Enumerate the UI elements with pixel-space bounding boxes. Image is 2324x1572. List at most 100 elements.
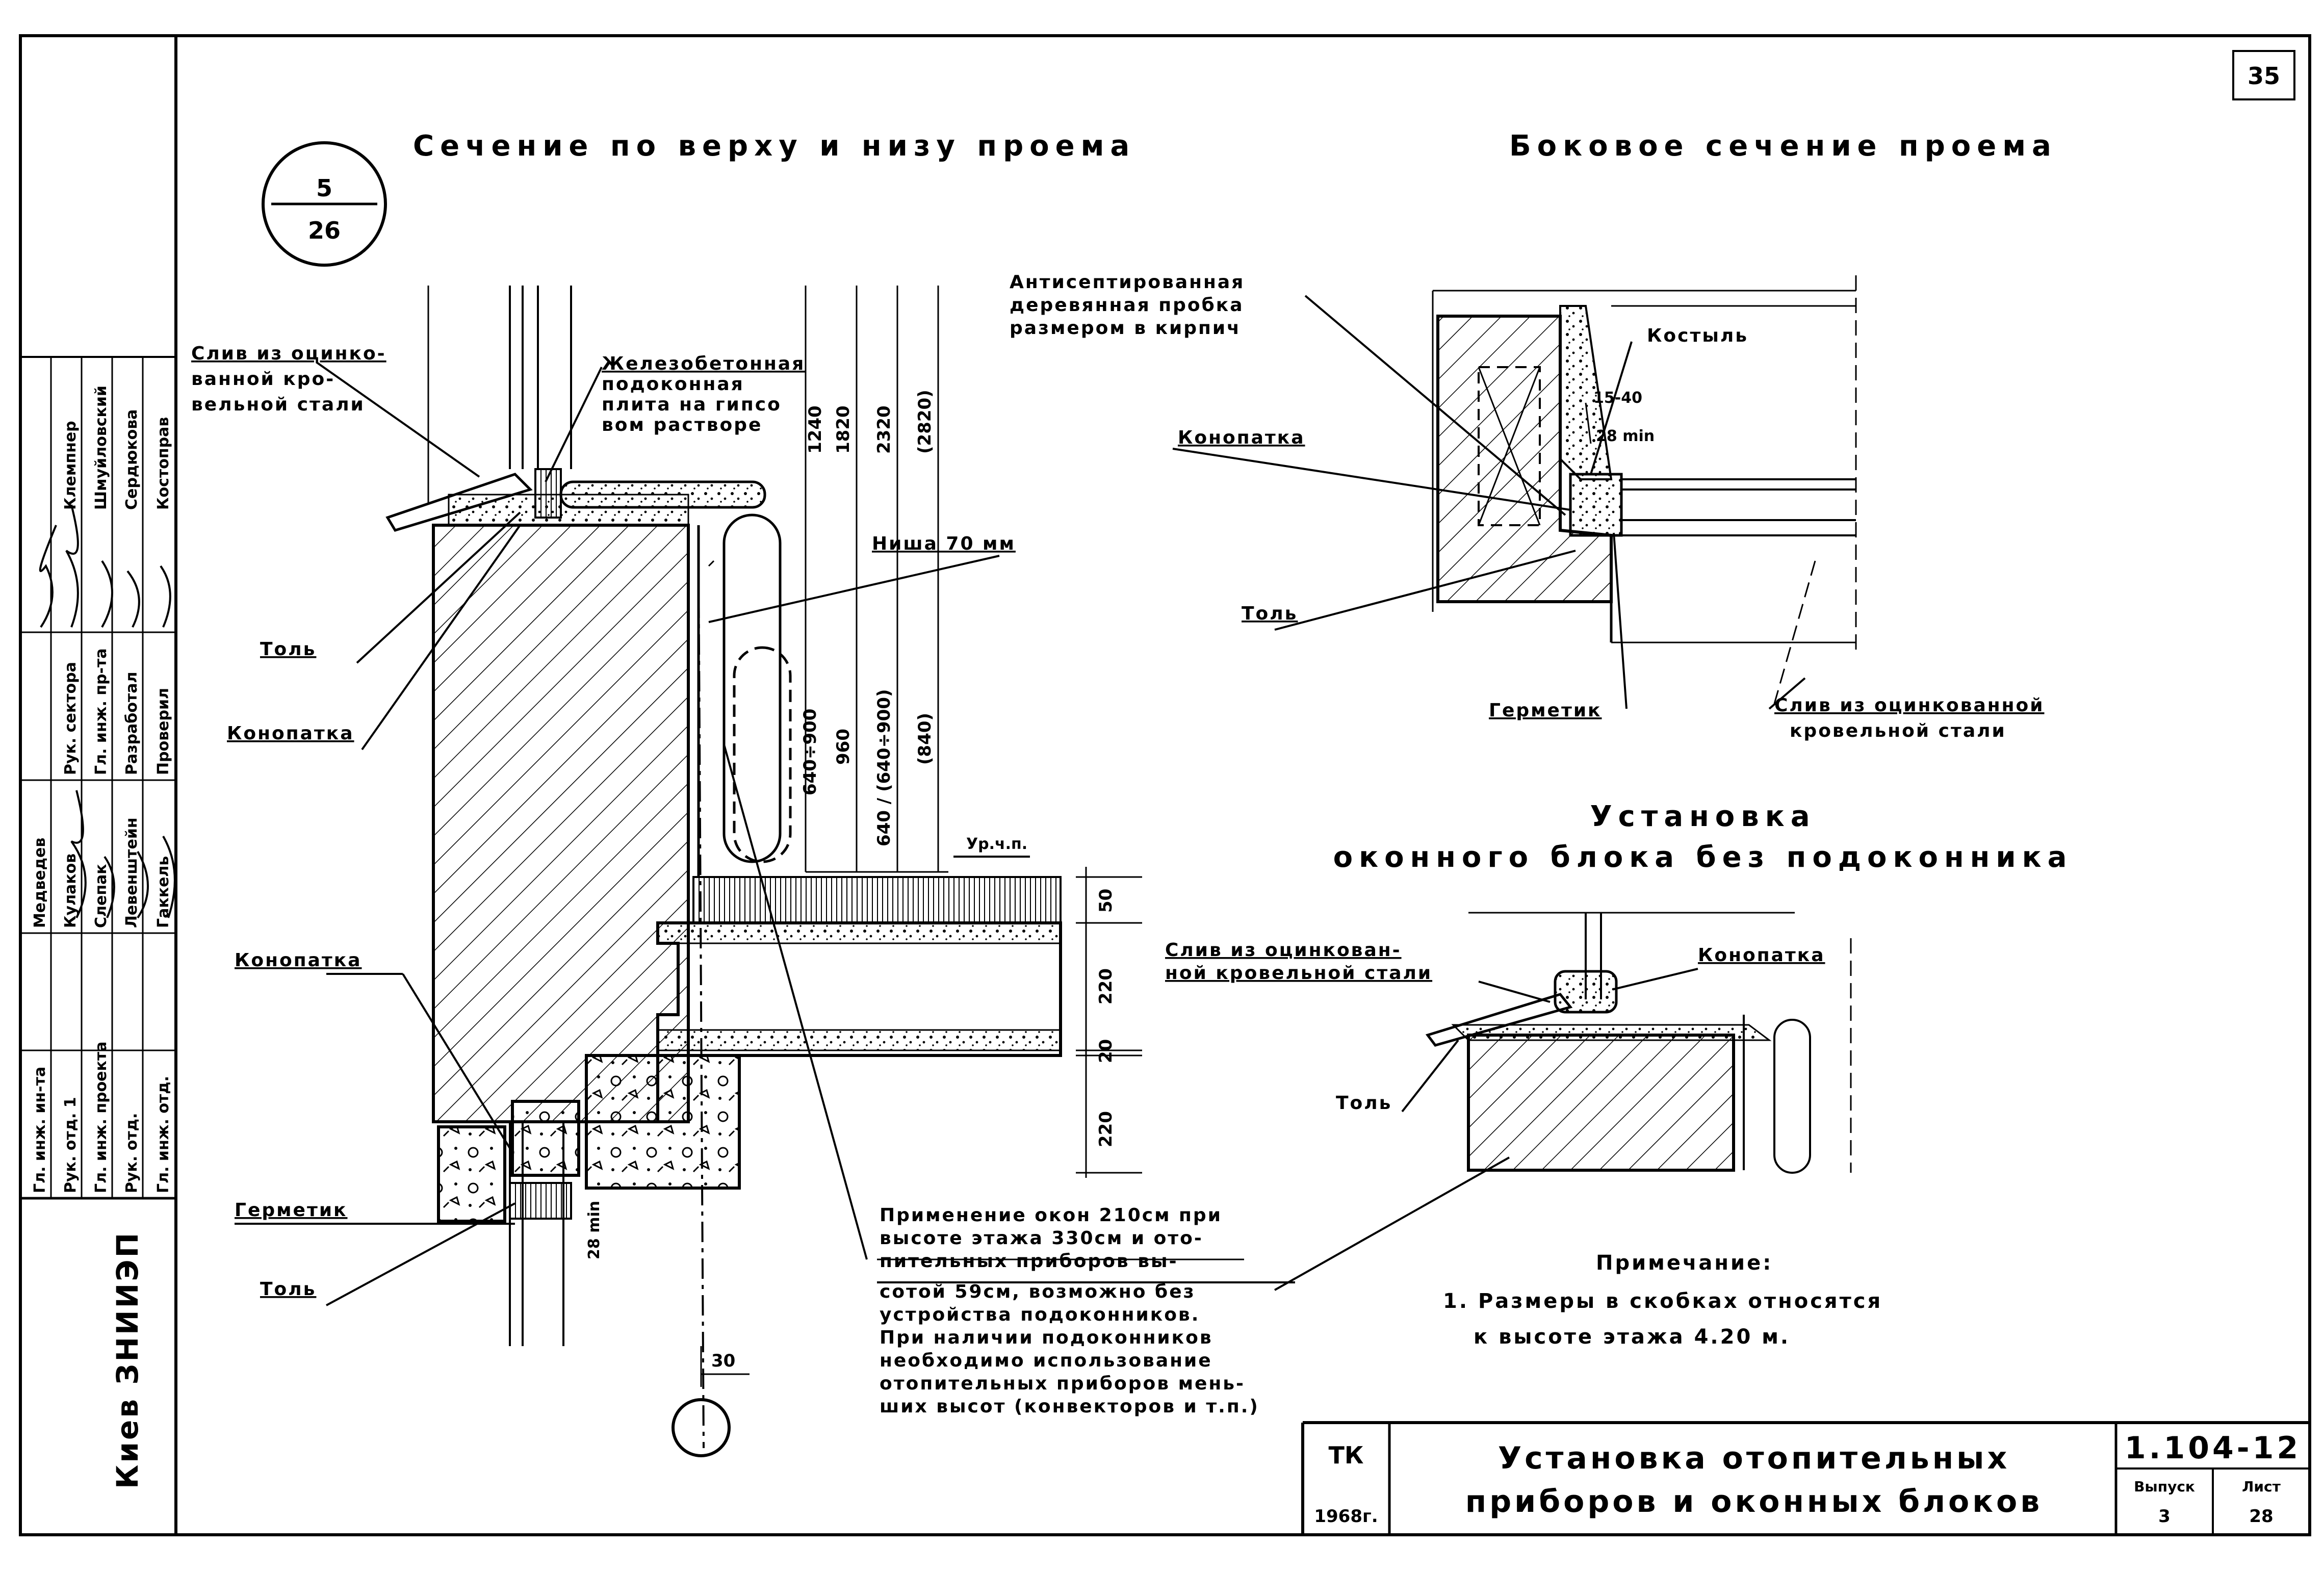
dim-2820: (2820) [915, 390, 935, 454]
side-role2-2: Гл. инж. пр-та [92, 648, 110, 775]
label-tol-install: Толь [1336, 1093, 1392, 1114]
stamp-sheet-label: Лист [2242, 1478, 2281, 1495]
stamp-year: 1968г. [1314, 1506, 1378, 1527]
main-section-labels: Слив из оцинко- ванной кро- вельной стал… [191, 343, 1116, 1371]
app-note-8: отопительных приборов мень- [880, 1373, 1245, 1394]
side-role2-3: Разработал [123, 672, 141, 775]
notes-heading: Примечание: [1596, 1251, 1773, 1275]
section-marker: 5 26 [262, 141, 387, 267]
side-role-2: Рук. отд. 1 [62, 1097, 80, 1193]
side-role-5: Гл. инж. отд. [154, 1076, 172, 1193]
dim-220b: 220 [1096, 1111, 1116, 1147]
label-antisept-3: размером в кирпич [1010, 318, 1241, 339]
title-main-section: Сечение по верху и низу проема [413, 130, 1135, 163]
label-antisept-1: Антисептированная [1010, 272, 1245, 293]
wall-section [432, 524, 690, 1123]
label-sliv-side-2: кровельной стали [1790, 720, 2006, 741]
label-konopatka-install: Конопатка [1698, 945, 1825, 966]
title-install-2: оконного блока без подоконника [1333, 841, 2073, 874]
signature-scribbles [39, 504, 176, 919]
label-konopatka-side: Конопатка [1178, 427, 1305, 448]
stamp-issue-label: Выпуск [2134, 1478, 2195, 1495]
side-role-1: Гл. инж. ин-та [31, 1067, 49, 1193]
label-tol-2: Толь [260, 1279, 316, 1300]
side-section-drawing [1172, 275, 1857, 710]
page-number: 35 [2248, 62, 2280, 90]
sheet-frame [19, 34, 2311, 1536]
side-role2-4: Проверил [154, 688, 172, 775]
stamp-issue-value: 3 [2158, 1506, 2171, 1527]
side-section-labels: Антисептированная деревянная пробка разм… [1010, 272, 2044, 741]
label-germetik-1: Герметик [235, 1200, 348, 1221]
stamp-doc-number: 1.104-12 [2125, 1430, 2301, 1466]
side-name-1: Медведев [31, 838, 49, 928]
dim-28min-side: 28 min [1596, 427, 1655, 445]
title-stamp: ТК 1968г. Установка отопительных приборо… [1301, 1421, 2310, 1535]
label-antisept-2: деревянная пробка [1010, 295, 1244, 316]
dim-1820: 1820 [833, 405, 854, 454]
label-sliv-main-2: ванной кро- [191, 369, 335, 390]
label-konopatka-2: Конопатка [235, 950, 362, 971]
dim-1240: 1240 [805, 405, 825, 454]
app-note-1: Применение окон 210см при [880, 1205, 1222, 1226]
app-note-3: пительных приборов вы- [880, 1251, 1178, 1272]
dim-20: 20 [1096, 1039, 1116, 1063]
dim-840: (840) [915, 713, 935, 765]
app-note-7: необходимо использование [880, 1350, 1212, 1371]
dim-640-900: 640÷900 [800, 709, 820, 795]
axis-marker-circle [672, 1398, 731, 1457]
label-sliv-side-1: Слив из оцинкованной [1774, 695, 2044, 716]
side-stamp: Гл. инж. ин-та Рук. отд. 1 Гл. инж. прое… [19, 173, 176, 1489]
main-section-drawing [235, 286, 1142, 1457]
stamp-sheet-value: 28 [2249, 1506, 2273, 1527]
label-ur-ch-p: Ур.ч.п. [966, 835, 1027, 853]
dim-2320: 2320 [874, 405, 894, 454]
notes: Примечание: 1. Размеры в скобках относят… [1443, 1251, 1882, 1349]
label-zhb-2: подоконная [602, 374, 744, 395]
label-zhb-1: Железобетонная [602, 353, 805, 374]
dim-220a: 220 [1096, 968, 1116, 1004]
dim-28min: 28 min [585, 1201, 603, 1259]
app-note-9: ших высот (конвекторов и т.п.) [880, 1396, 1259, 1417]
side-name2-4: Костоправ [154, 417, 172, 510]
side-name-3: Слепак [92, 864, 110, 928]
label-tol-side: Толь [1242, 603, 1298, 624]
label-sliv-main-1: Слив из оцинко- [191, 343, 386, 364]
stamp-title-1: Установка отопительных [1498, 1440, 2010, 1476]
organization: Киев ЗНИИЭП [110, 1231, 145, 1489]
install-drawing [1274, 912, 1852, 1291]
app-note-5: устройства подоконников. [880, 1304, 1200, 1325]
side-role2-1: Рук. сектора [62, 662, 80, 775]
title-side-section: Боковое сечение проема [1509, 130, 2057, 163]
side-name2-2: Шмуйловский [92, 385, 110, 510]
label-konopatka-1: Конопатка [227, 723, 354, 744]
application-note: Применение окон 210см при высоте этажа 3… [877, 1205, 1295, 1417]
dim-960: 960 [833, 729, 854, 765]
dim-640-900b: 640 / (640÷900) [874, 689, 894, 846]
stamp-code: ТК [1329, 1441, 1364, 1469]
label-germetik-side: Герметик [1489, 700, 1602, 721]
label-sliv-main-3: вельной стали [191, 394, 365, 415]
label-zhb-3: плита на гипсо [602, 394, 782, 415]
label-kostyl: Костыль [1647, 325, 1748, 346]
stamp-title-2: приборов и оконных блоков [1465, 1484, 2043, 1519]
side-name2-3: Сердюкова [123, 409, 141, 510]
side-role-4: Рук. отд. [123, 1113, 141, 1193]
side-name2-1: Клемпнер [62, 421, 80, 510]
app-note-2: высоте этажа 330см и ото- [880, 1228, 1203, 1249]
notes-item-2: к высоте этажа 4.20 м. [1474, 1325, 1790, 1349]
notes-item-1: 1. Размеры в скобках относятся [1443, 1290, 1882, 1313]
section-marker-bottom: 26 [308, 217, 341, 244]
section-marker-top: 5 [316, 174, 332, 202]
label-nisha: Ниша 70 мм [872, 533, 1016, 554]
side-name-4: Левенштейн [123, 817, 141, 928]
label-sliv-install-1: Слив из оцинкован- [1165, 940, 1402, 961]
dim-15-40: 15-40 [1593, 389, 1642, 407]
side-role-3: Гл. инж. проекта [92, 1041, 110, 1193]
dim-30: 30 [711, 1351, 735, 1371]
title-install-1: Установка [1590, 800, 1816, 833]
install-labels: Слив из оцинкован- ной кровельной стали … [1165, 940, 1825, 1114]
app-note-4: сотой 59см, возможно без [880, 1281, 1196, 1302]
side-name-5: Гаккель [154, 856, 172, 928]
